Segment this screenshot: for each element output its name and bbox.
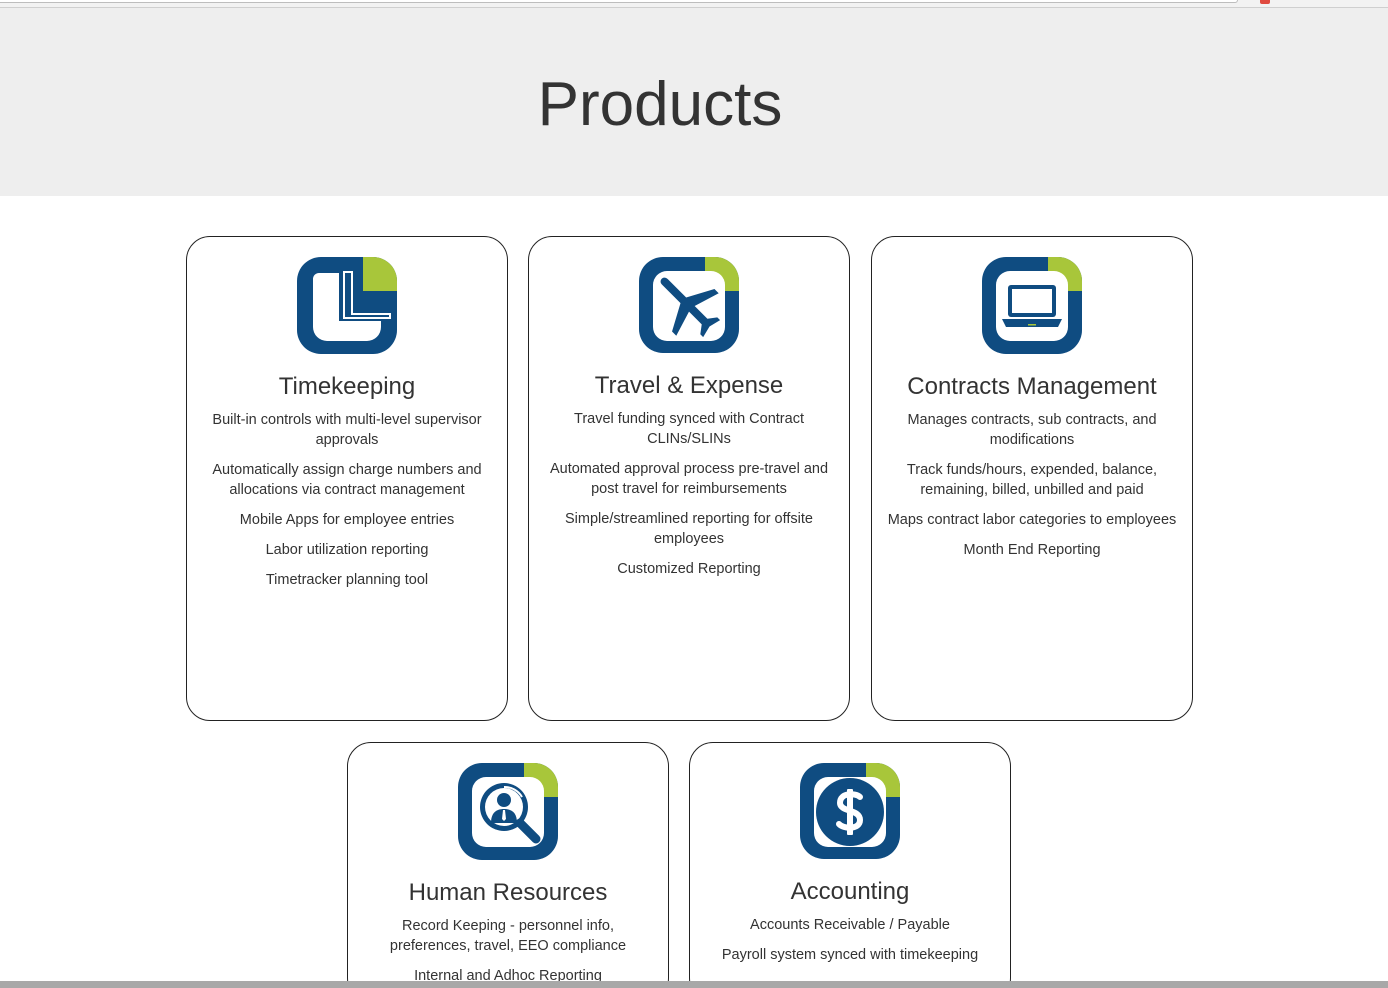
page-header: Products	[0, 8, 1388, 196]
horizontal-scrollbar[interactable]	[0, 981, 1388, 988]
product-card-travel-expense[interactable]: Travel & Expense Travel funding synced w…	[528, 236, 850, 721]
feature-item: Travel funding synced with Contract CLIN…	[574, 411, 804, 447]
feature-list: Built-in controls with multi-level super…	[207, 410, 487, 600]
feature-item: Accounts Receivable / Payable	[750, 917, 950, 933]
feature-item: Payroll system synced with timekeeping	[721, 947, 979, 963]
product-card-accounting[interactable]: Accounting Accounts Receivable / Payable…	[689, 742, 1011, 988]
airplane-icon	[639, 257, 739, 353]
dollar-coin-icon	[800, 763, 900, 859]
feature-item: Record Keeping - personnel info, prefere…	[389, 918, 627, 954]
address-bar[interactable]	[0, 0, 1238, 3]
feature-item: Internal and Adhoc Reporting	[414, 968, 602, 984]
person-search-icon	[458, 763, 558, 860]
feature-item: Customized Reporting	[617, 561, 761, 577]
feature-item: Timetracker planning tool	[265, 572, 429, 588]
feature-item: Track funds/hours, expended, balance, re…	[906, 462, 1158, 498]
product-card-contracts-management[interactable]: Contracts Management Manages contracts, …	[871, 236, 1193, 721]
feature-item: Labor utilization reporting	[265, 542, 429, 558]
extension-icon[interactable]	[1260, 0, 1270, 4]
browser-top-strip	[0, 0, 1388, 8]
feature-item: Manages contracts, sub contracts, and mo…	[907, 412, 1157, 448]
feature-item: Built-in controls with multi-level super…	[212, 412, 482, 448]
feature-list: Manages contracts, sub contracts, and mo…	[882, 410, 1182, 570]
clock-l-icon	[297, 257, 397, 354]
product-card-human-resources[interactable]: Human Resources Record Keeping - personn…	[347, 742, 669, 988]
product-card-timekeeping[interactable]: Timekeeping Built-in controls with multi…	[186, 236, 508, 721]
feature-list: Travel funding synced with Contract CLIN…	[549, 409, 829, 589]
feature-item: Simple/streamlined reporting for offsite…	[565, 511, 813, 547]
feature-item: Automated approval process pre-travel an…	[549, 461, 829, 497]
product-title: Human Resources	[408, 879, 608, 906]
feature-item: Mobile Apps for employee entries	[239, 512, 455, 528]
product-title: Timekeeping	[278, 373, 416, 400]
product-title: Travel & Expense	[594, 372, 784, 399]
feature-item: Month End Reporting	[963, 542, 1101, 558]
feature-list: Accounts Receivable / Payable Payroll sy…	[710, 915, 990, 975]
laptop-icon	[982, 257, 1082, 354]
feature-item: Maps contract labor categories to employ…	[887, 512, 1177, 528]
page-title: Products	[537, 70, 783, 139]
feature-item: Automatically assign charge numbers and …	[212, 462, 482, 498]
product-title: Accounting	[790, 878, 910, 905]
product-title: Contracts Management	[907, 373, 1157, 400]
feature-list: Record Keeping - personnel info, prefere…	[368, 916, 648, 988]
